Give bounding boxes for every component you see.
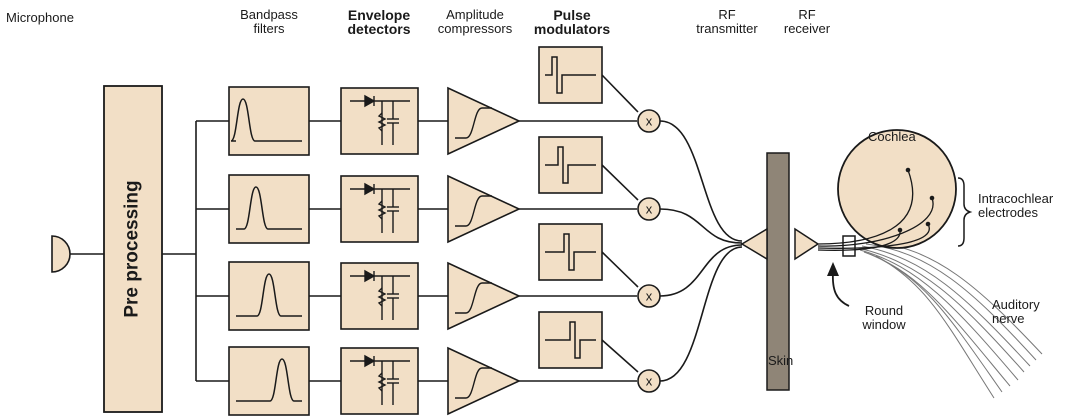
- channel-1: x: [196, 46, 743, 242]
- wire-modulator-to-multiplier: [601, 251, 639, 288]
- round-window: [842, 235, 856, 257]
- diode-circuit-icon: [350, 354, 410, 405]
- amplitude-compressor: [447, 261, 521, 331]
- biphasic-pulse-icon: [545, 233, 596, 271]
- preprocessing-label: Pre processing: [122, 180, 143, 318]
- amplitude-compressor: [447, 174, 521, 244]
- electrodes-brace: [957, 177, 973, 247]
- bandpass-curve-icon: [236, 273, 302, 317]
- intracochlear-electrodes: [817, 169, 934, 251]
- multiplier-symbol: x: [646, 202, 653, 217]
- channel-4: x: [196, 246, 743, 416]
- channel-2: x: [196, 136, 743, 244]
- microphone-label: Microphone: [6, 10, 74, 25]
- wire-to-transmitter: [659, 246, 743, 382]
- compression-curve-icon: [455, 195, 492, 227]
- cochlea-label: Cochlea: [868, 129, 916, 144]
- wire-to-transmitter: [659, 208, 743, 244]
- amplitude-compressor: [447, 86, 521, 156]
- bandpass-filter-box: [228, 261, 310, 331]
- diode-circuit-icon: [350, 94, 410, 145]
- channel-3: x: [196, 223, 743, 331]
- microphone-icon: [51, 235, 104, 273]
- rf-transmitter: [740, 227, 768, 261]
- multiplier-symbol: x: [646, 114, 653, 129]
- diode-circuit-icon: [350, 182, 410, 233]
- wire-to-transmitter: [659, 244, 743, 297]
- auditory-nerve: [857, 241, 1043, 399]
- wire-modulator-to-multiplier: [601, 74, 639, 113]
- wire-to-transmitter: [659, 120, 743, 242]
- skin-label: Skin: [768, 353, 794, 368]
- bandpass-filter-box: [228, 346, 310, 416]
- bandpass-filter-box: [228, 174, 310, 244]
- bandpass-curve-icon: [236, 358, 302, 402]
- cochlea: [817, 129, 957, 257]
- compression-curve-icon: [455, 282, 492, 314]
- round-window-arrow: [827, 262, 850, 307]
- compression-curve-icon: [455, 367, 492, 399]
- channels: x x x x: [196, 46, 743, 416]
- diode-circuit-icon: [350, 269, 410, 320]
- rf-receiver: [794, 227, 820, 261]
- bandpass-curve-icon: [230, 98, 302, 142]
- skin-layer: [766, 152, 790, 391]
- multiplier-symbol: x: [646, 374, 653, 389]
- preprocessing-box: [103, 85, 163, 413]
- bandpass-filter-box: [228, 86, 310, 156]
- biphasic-pulse-icon: [545, 321, 596, 359]
- wire-modulator-to-multiplier: [601, 339, 639, 373]
- multiplier-symbol: x: [646, 289, 653, 304]
- bandpass-curve-icon: [236, 186, 302, 230]
- amplitude-compressor: [447, 346, 521, 416]
- channel-bus: [162, 121, 197, 381]
- wire-modulator-to-multiplier: [601, 164, 639, 201]
- compression-curve-icon: [455, 107, 492, 139]
- biphasic-pulse-icon: [545, 146, 596, 184]
- biphasic-pulse-icon: [545, 56, 596, 94]
